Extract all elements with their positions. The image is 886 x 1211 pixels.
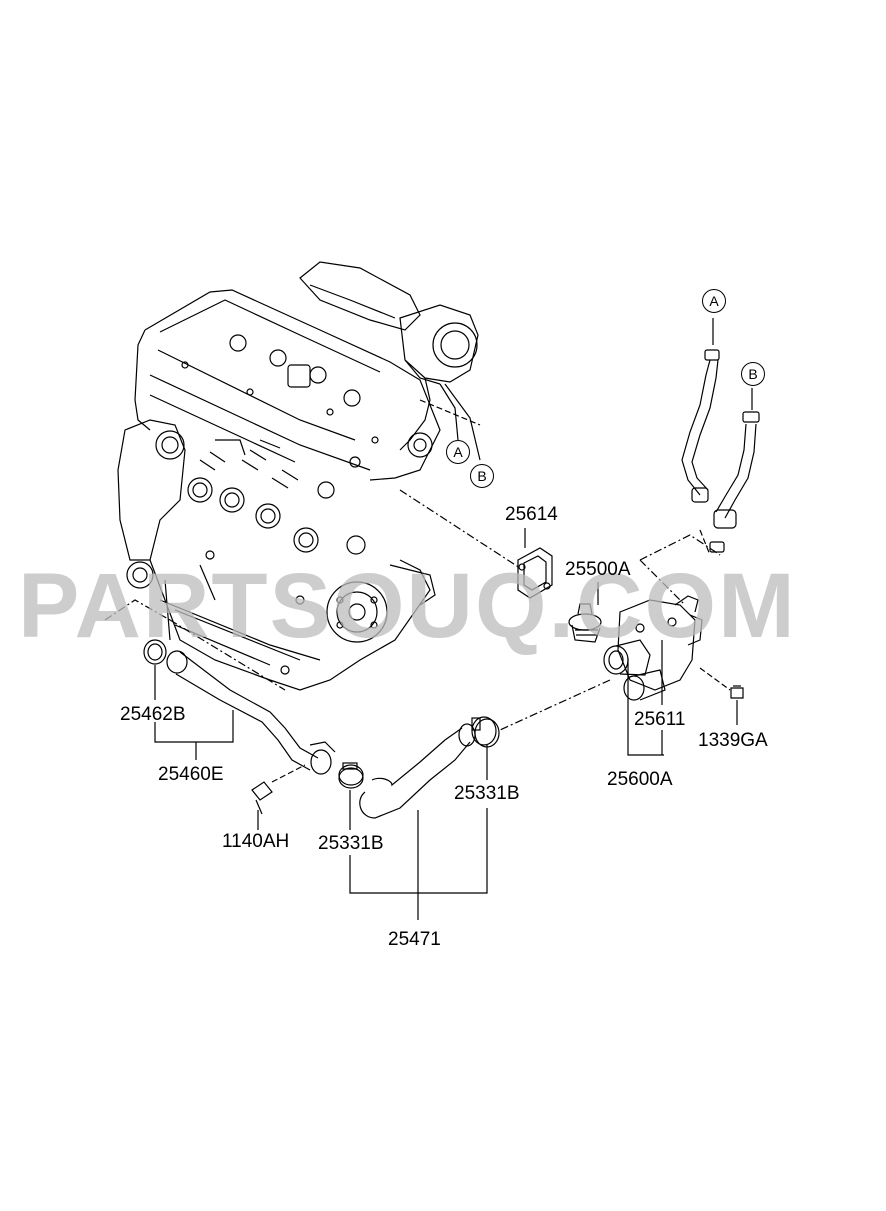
water-pipe-25460E [143, 639, 336, 775]
label-25600A: 25600A [607, 769, 673, 790]
label-25331B-left: 25331B [318, 833, 384, 854]
clamp-25331B-left [338, 762, 364, 789]
watermark: PARTSOUQ.COM [18, 555, 797, 657]
label-25331B-right: 25331B [454, 783, 520, 804]
gasket-25614 [517, 547, 553, 599]
callout-b-hose: B [741, 362, 765, 386]
label-25471: 25471 [388, 929, 441, 950]
leader-lines [104, 489, 738, 920]
bypass-hoses [681, 318, 760, 553]
housing-25600A [603, 595, 703, 701]
label-25460E: 25460E [158, 764, 224, 785]
label-25614: 25614 [505, 504, 558, 525]
bolt-1140AH [251, 781, 273, 815]
callout-a-hose: A [702, 289, 726, 313]
label-25462B: 25462B [120, 704, 186, 725]
label-25611: 25611 [634, 709, 686, 730]
clamp-25331B-right [471, 716, 500, 748]
engine-assembly [117, 261, 481, 691]
callout-a-engine: A [446, 440, 470, 464]
callout-b-engine: B [470, 464, 494, 488]
thermostat-25500A [568, 603, 602, 643]
label-1339GA: 1339GA [698, 730, 768, 751]
label-1140AH: 1140AH [222, 831, 290, 852]
label-25500A: 25500A [565, 559, 631, 580]
bolt-1339GA [730, 685, 744, 699]
